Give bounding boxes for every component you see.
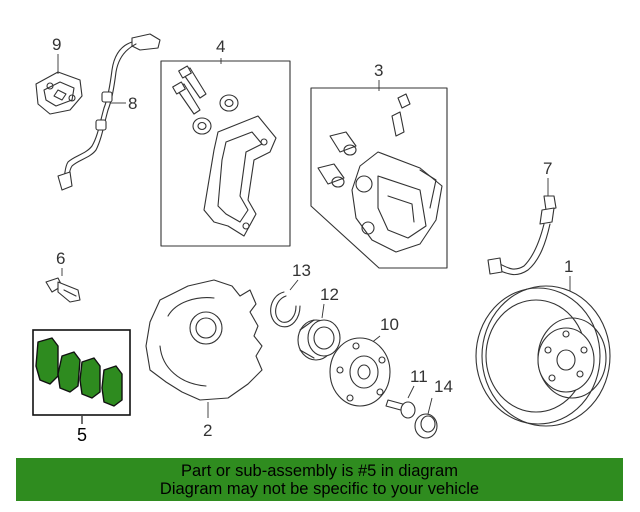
part-4-caliper-bracket-kit[interactable]: 4 — [160, 37, 291, 247]
part-5-brake-pads[interactable]: 5 — [32, 329, 131, 445]
callout-7: 7 — [543, 159, 552, 178]
info-banner: Part or sub-assembly is #5 in diagram Di… — [16, 458, 623, 501]
callout-6: 6 — [56, 249, 65, 268]
part-3-brake-caliper[interactable]: 3 — [310, 61, 448, 269]
part-7-brake-hose[interactable]: 7 — [487, 159, 557, 276]
callout-14: 14 — [434, 377, 453, 396]
callout-13: 13 — [292, 261, 311, 280]
part-8-abs-sensor-wire[interactable]: 8 — [57, 33, 161, 191]
callout-10: 10 — [380, 315, 399, 334]
banner-line-2: Diagram may not be specific to your vehi… — [159, 479, 480, 498]
callout-12: 12 — [320, 285, 339, 304]
callout-1: 1 — [564, 257, 573, 276]
part-12-wheel-bearing[interactable]: 12 — [297, 285, 341, 361]
banner-line-1: Part or sub-assembly is #5 in diagram — [181, 461, 458, 480]
part-6-abs-sensor[interactable]: 6 — [45, 249, 81, 303]
callout-5: 5 — [77, 425, 87, 445]
callout-4: 4 — [216, 37, 225, 56]
part-11-wheel-stud[interactable]: 11 — [385, 367, 428, 419]
callout-11: 11 — [410, 367, 428, 386]
callout-8: 8 — [128, 94, 137, 113]
part-14-hub-cap[interactable]: 14 — [414, 377, 453, 439]
part-2-dust-shield[interactable]: 2 — [145, 279, 263, 440]
part-10-wheel-hub[interactable]: 10 — [329, 315, 399, 407]
callout-2: 2 — [203, 421, 212, 440]
part-13-snap-ring[interactable]: 13 — [270, 261, 311, 328]
callout-3: 3 — [374, 61, 383, 80]
callout-9: 9 — [52, 35, 61, 54]
part-1-brake-rotor[interactable]: 1 — [475, 257, 611, 427]
part-9-sensor-bracket[interactable]: 9 — [35, 35, 83, 115]
